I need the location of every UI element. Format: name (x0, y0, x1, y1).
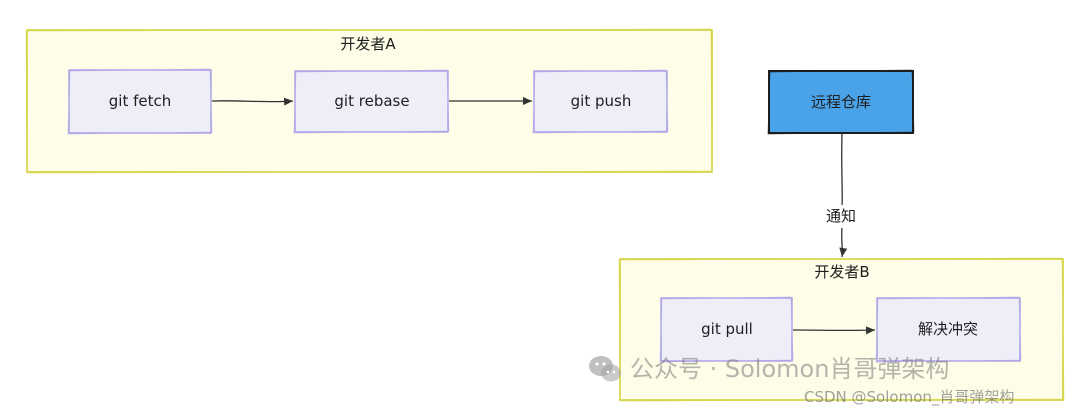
edge-fetch-to-rebase (211, 97, 294, 106)
watermark-csdn: CSDN @Solomon_肖哥弹架构 (804, 388, 1015, 406)
node-git-pull (659, 296, 794, 363)
watermark-wechat: 公众号 · Solomon肖哥弹架构 (588, 354, 949, 384)
node-git-fetch (67, 68, 213, 135)
node-resolve-conflict-label: 解决冲突 (917, 320, 979, 338)
node-git-rebase (293, 69, 450, 134)
node-git-push-label: git push (570, 92, 632, 110)
node-git-pull-label: git pull (701, 320, 753, 338)
node-git-rebase-label: git rebase (334, 92, 410, 110)
edge-notify-label: 通知 (825, 207, 857, 225)
watermark-wechat-text: 公众号 · Solomon肖哥弹架构 (630, 355, 950, 383)
wechat-icon (589, 356, 621, 382)
node-remote-repo (767, 69, 915, 135)
node-git-fetch-label: git fetch (108, 92, 172, 110)
edge-remote-to-developer-b (839, 133, 848, 258)
node-remote-repo-label: 远程仓库 (810, 93, 872, 111)
node-git-push (532, 69, 669, 134)
group-developer-a-title: 开发者A (340, 35, 396, 53)
node-resolve-conflict (875, 296, 1022, 363)
group-developer-b-title: 开发者B (814, 263, 870, 281)
